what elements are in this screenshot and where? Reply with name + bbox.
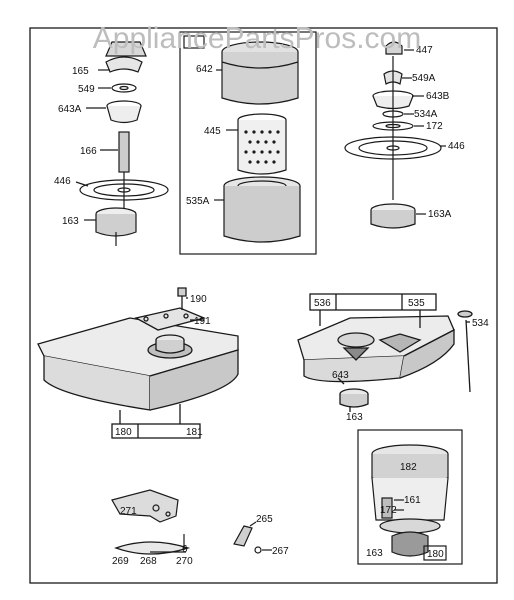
gasket-268 [114, 541, 190, 555]
label-271: 271 [120, 506, 137, 517]
gasket-191-hole-c [183, 313, 189, 319]
label-643: 643 [332, 370, 349, 381]
label-166: 166 [80, 146, 97, 157]
inset-box-outline [357, 429, 463, 565]
label-161-inset: 161 [404, 495, 421, 506]
tube-166 [118, 131, 130, 173]
tank-right-neck [337, 332, 375, 348]
wing-nut-165 [105, 56, 143, 73]
label-643B: 643B [426, 91, 450, 102]
label-536: 536 [314, 298, 331, 309]
gasket-191-hole-b [163, 313, 169, 319]
filter-445-holes [244, 130, 280, 164]
fuel-tank-left [37, 287, 239, 439]
label-165: 165 [72, 66, 89, 77]
label-270: 270 [176, 556, 193, 567]
label-549: 549 [78, 84, 95, 95]
bracket-271 [111, 489, 179, 523]
leader-446-left [75, 181, 89, 187]
element-161-inset [381, 497, 393, 519]
label-549A: 549A [412, 73, 436, 84]
tank-right-front [303, 355, 405, 383]
filter-445-body [237, 120, 287, 175]
seal-643A-body [106, 105, 142, 124]
tank-left-label-box [111, 423, 201, 439]
label-172-inset: 172 [380, 505, 397, 516]
label-182: 182 [400, 462, 417, 473]
clip-265 [233, 525, 253, 547]
washer-549-hole [119, 85, 129, 91]
label-268: 268 [140, 556, 157, 567]
label-445: 445 [204, 126, 221, 137]
diagram-frame [29, 27, 498, 584]
label-535A: 535A [186, 196, 210, 207]
cartridge-642-rim [221, 61, 299, 69]
label-269: 269 [112, 556, 129, 567]
label-447: 447 [416, 45, 433, 56]
label-190: 190 [190, 294, 207, 305]
tank-left-front [43, 356, 151, 411]
bracket-271-screw [165, 511, 171, 517]
label-163-left: 163 [62, 216, 79, 227]
label-181: 181 [186, 427, 203, 438]
label-267: 267 [272, 546, 289, 557]
label-534: 534 [472, 318, 489, 329]
label-534A: 534A [414, 109, 438, 120]
inset-label-box [423, 545, 447, 561]
cartridge-642-body [221, 52, 299, 105]
washer-549 [111, 83, 137, 93]
gasket-191 [134, 307, 207, 331]
tank-right-side [399, 328, 455, 379]
tank-left-cap-body [155, 340, 185, 354]
cover-part [105, 41, 147, 57]
gasket-191-hole-a [143, 316, 149, 322]
center-box-tag [183, 35, 205, 49]
dipstick-534-cap [457, 310, 473, 318]
leader-643 [337, 377, 345, 385]
base-163A-body [370, 210, 416, 229]
left-air-cleaner-group [75, 41, 169, 246]
label-180: 180 [115, 427, 132, 438]
label-163-mid: 163 [346, 412, 363, 423]
screw-190 [177, 287, 187, 297]
dipstick-534 [465, 319, 471, 393]
leader-265 [249, 521, 257, 527]
label-163A: 163A [428, 209, 452, 220]
center-box-outline [179, 31, 317, 255]
tank-left-side [149, 349, 239, 411]
tank-right-cap [342, 347, 370, 361]
right-air-cleaner-group [344, 41, 446, 229]
base-163-inset [391, 531, 429, 557]
bracket-271-hole [152, 504, 160, 512]
seal-643-body [339, 394, 369, 408]
knob-447 [385, 41, 403, 55]
inset-seal [379, 518, 441, 534]
bottom-hardware [111, 489, 272, 555]
center-filter-box [179, 31, 317, 255]
label-172-right: 172 [426, 121, 443, 132]
label-642: 642 [196, 64, 213, 75]
watermark: AppliancePartsPros.com [93, 22, 421, 55]
screw-267 [254, 546, 262, 554]
inset-cleaner-box [357, 429, 463, 565]
label-191: 191 [194, 316, 211, 327]
label-6: 6 [182, 544, 188, 555]
label-163-inset: 163 [366, 548, 383, 559]
label-180-inset: 180 [427, 549, 444, 560]
fuel-tank-right [297, 293, 473, 412]
tank-right-label-bar [309, 293, 437, 311]
tank-right-vent [378, 333, 422, 353]
label-265: 265 [256, 514, 273, 525]
element-535A-body [223, 186, 301, 243]
label-535: 535 [408, 298, 425, 309]
label-446-left: 446 [54, 176, 71, 187]
label-446-right: 446 [448, 141, 465, 152]
label-643A: 643A [58, 104, 82, 115]
gasket-446-left-hole [117, 187, 131, 193]
